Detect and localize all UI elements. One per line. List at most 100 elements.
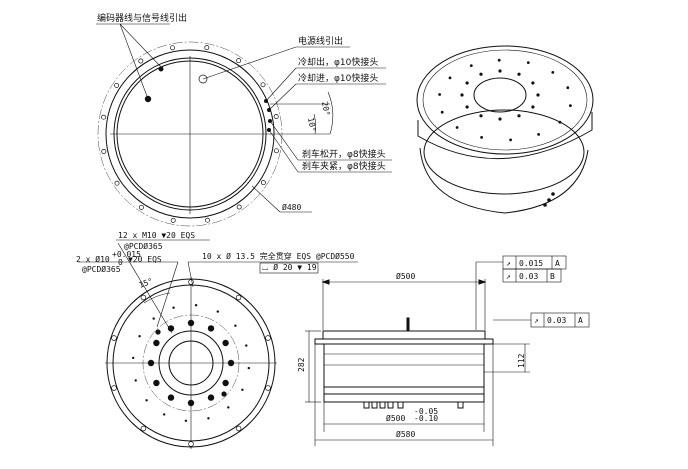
iso-bore bbox=[473, 77, 527, 113]
dim500-tol-lower: -0.10 bbox=[414, 414, 438, 423]
iso-holes bbox=[438, 58, 572, 142]
m10-hole bbox=[187, 319, 195, 327]
thru-hole bbox=[188, 279, 194, 285]
quick-connector bbox=[457, 401, 464, 409]
fcf2-frame bbox=[502, 268, 562, 283]
flange-hole bbox=[273, 114, 279, 119]
thru-hole bbox=[235, 294, 242, 301]
fcf1-datum: A bbox=[555, 259, 560, 268]
m10-hole bbox=[167, 394, 175, 401]
side-base-plate bbox=[323, 393, 485, 403]
flange-hole bbox=[170, 217, 176, 223]
runout-symbol-icon: ↗ bbox=[534, 316, 539, 325]
encoder-leader-2 bbox=[119, 23, 163, 69]
small-hole bbox=[247, 366, 250, 370]
thru-hole bbox=[111, 335, 117, 341]
iso-outer-hole bbox=[440, 110, 444, 114]
m10-hole bbox=[167, 325, 175, 332]
small-hole bbox=[134, 379, 137, 382]
side-elevation-view: Ø500 282 112 Ø500 -0.05 -0.10 Ø580 ↗ 0.0… bbox=[297, 255, 590, 446]
m10-note: 12 x M10 ▼20 EQS bbox=[118, 231, 195, 240]
flange-hole bbox=[101, 114, 107, 120]
runout-symbol-icon: ↗ bbox=[506, 272, 511, 281]
iso-inner-hole bbox=[460, 93, 464, 97]
iso-inner-hole bbox=[498, 117, 502, 121]
fcf-runout-b: ↗ 0.03 B bbox=[502, 268, 562, 283]
coolant-in-label: 冷却进，φ10快接头 bbox=[298, 72, 378, 84]
flange-hole bbox=[170, 45, 175, 51]
m10-hole bbox=[147, 359, 155, 367]
dia-480-label: Ø480 bbox=[282, 202, 301, 212]
iso-inner-hole bbox=[498, 69, 502, 73]
thru-note: 10 x Ø 13.5 完全贯穿 EQS @PCDØ550 bbox=[202, 251, 355, 261]
pin-tol-plus: +0.015 bbox=[112, 250, 141, 259]
iso-inner-hole bbox=[479, 72, 483, 76]
flange-hole bbox=[236, 58, 242, 64]
fcf2-datum: B bbox=[550, 272, 555, 281]
flange-hole bbox=[138, 58, 144, 64]
dim580-label: Ø580 bbox=[396, 429, 415, 439]
coolant-out-leader bbox=[265, 67, 297, 102]
side-center-mark bbox=[406, 317, 410, 332]
flange-hole bbox=[205, 217, 210, 223]
thru-hole bbox=[111, 385, 117, 391]
thru-hole bbox=[140, 294, 147, 301]
small-hole bbox=[241, 388, 244, 391]
m10-hole bbox=[153, 339, 160, 347]
iso-port-2 bbox=[547, 198, 551, 202]
fcf2-tol: 0.03 bbox=[519, 272, 538, 281]
m10-hole bbox=[222, 379, 229, 387]
m10-hole bbox=[227, 359, 235, 367]
pin-hole bbox=[221, 391, 227, 397]
m10-hole bbox=[207, 394, 215, 401]
encoder-label: 编码器线与信号线引出 bbox=[97, 12, 187, 24]
m10-hole bbox=[207, 325, 215, 332]
small-hole bbox=[172, 306, 175, 309]
flange-bolt-holes bbox=[101, 45, 279, 223]
angle-10-label: 10° bbox=[306, 117, 317, 133]
pin-tol-zero: 0 bbox=[118, 258, 123, 267]
m10-leader bbox=[117, 242, 173, 334]
iso-outer-hole bbox=[480, 136, 483, 139]
flange-hole bbox=[236, 204, 242, 210]
small-hole bbox=[152, 317, 155, 320]
small-hole bbox=[194, 304, 198, 307]
pin-note: 2 x Ø10 bbox=[76, 254, 110, 264]
side-body bbox=[323, 343, 485, 388]
quick-connector bbox=[387, 401, 394, 409]
iso-inner-hole bbox=[531, 105, 535, 109]
bottom-holes bbox=[111, 279, 271, 447]
cbore-note: ⌴ Ø 20 ▼ 19 bbox=[262, 262, 317, 272]
iso-outer-hole bbox=[566, 86, 570, 90]
iso-outer-hole bbox=[537, 133, 540, 136]
side-fittings bbox=[363, 401, 464, 409]
iso-outer-hole bbox=[558, 120, 562, 124]
small-hole bbox=[245, 344, 248, 347]
quick-connector bbox=[363, 401, 370, 409]
dia-480-leader bbox=[251, 185, 281, 213]
iso-inner-hole bbox=[531, 81, 535, 85]
iso-inner-hole bbox=[517, 72, 521, 76]
dim282-label: 282 bbox=[297, 357, 306, 372]
brake-release-leader bbox=[269, 120, 299, 161]
angle-arc-15 bbox=[143, 292, 171, 304]
pin-depth-note: ▼20 EQS bbox=[128, 255, 162, 264]
signal-outlet bbox=[158, 66, 164, 72]
iso-base-side bbox=[419, 147, 589, 214]
power-label: 电源线引出 bbox=[298, 35, 343, 47]
thru-hole bbox=[265, 335, 271, 341]
iso-inner-hole bbox=[465, 81, 469, 85]
side-brake-ring bbox=[323, 386, 485, 395]
small-hole bbox=[163, 413, 166, 416]
thru-hole bbox=[235, 425, 242, 432]
fcf3-tol: 0.03 bbox=[547, 316, 566, 325]
iso-outer-hole bbox=[526, 61, 530, 64]
fcf-runout-c: ↗ 0.03 A bbox=[530, 312, 590, 328]
thru-hole bbox=[265, 385, 271, 391]
thru-hole bbox=[140, 425, 147, 432]
dim500-tol-upper: -0.05 bbox=[414, 407, 438, 416]
bottom-plan-view: 12 x M10 ▼20 EQS @PCDØ365 2 x Ø10 +0.015… bbox=[76, 231, 358, 449]
pcd365-note-b: @PCDØ365 bbox=[82, 264, 121, 274]
thru-leader bbox=[187, 261, 194, 288]
encoder-leader bbox=[119, 23, 149, 100]
